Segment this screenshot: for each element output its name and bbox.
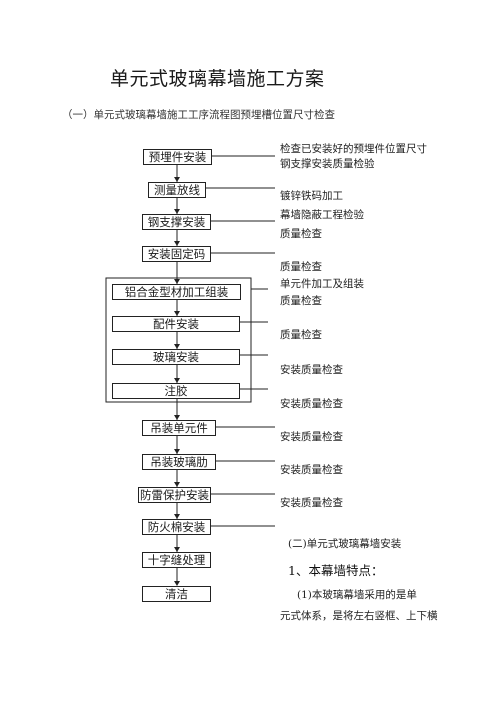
step-cross-joint: 十字缝处理	[142, 552, 211, 568]
note-install-quality-check: 安装质量检查	[280, 431, 343, 443]
paragraph-line: 元式体系，是将左右竖框、上下横	[280, 610, 438, 622]
group-step-glass-install: 玻璃安装	[112, 349, 240, 365]
step-hoist-unit: 吊装单元件	[142, 420, 216, 436]
note-unit-fabrication: 单元件加工及组装	[280, 278, 364, 290]
note-galvanized-bracket: 镀锌铁码加工	[280, 190, 343, 202]
group-step-sealant: 注胶	[112, 383, 240, 399]
note-install-quality-check: 安装质量检查	[280, 497, 343, 509]
note-install-quality-check: 安装质量检查	[280, 398, 343, 410]
step-steel-support-install: 钢支撑安装	[142, 214, 211, 230]
step-survey-setout: 测量放线	[148, 182, 206, 198]
note-quality-check: 质量检查	[280, 228, 322, 240]
step-fixing-bracket-install: 安装固定码	[142, 246, 211, 262]
note-install-quality-check: 安装质量检查	[280, 364, 343, 376]
paragraph-line: (1)本玻璃幕墙采用的是单	[297, 589, 417, 601]
group-step-accessory-install: 配件安装	[112, 316, 240, 332]
note-quality-check: 质量检查	[280, 329, 322, 341]
note-steel-support-check: 钢支撑安装质量检验	[280, 158, 375, 170]
note-concealed-works-check: 幕墙隐蔽工程检验	[280, 209, 364, 221]
step-cleaning: 清洁	[142, 586, 211, 602]
note-check-embedded-position: 检查已安装好的预埋件位置尺寸	[280, 143, 427, 155]
step-fire-insulation: 防火棉安装	[142, 519, 211, 535]
step-lightning-protection: 防雷保护安装	[138, 487, 211, 503]
step-hoist-glass-fin: 吊装玻璃肋	[142, 454, 216, 470]
flowchart-subtitle: （一）单元式玻璃幕墙施工工序流程图预埋槽位置尺寸检查	[62, 109, 335, 121]
step-embedded-parts-install: 预埋件安装	[143, 149, 212, 165]
note-install-quality-check: 安装质量检查	[280, 464, 343, 476]
feature-heading: 1、本幕墙特点：	[288, 563, 384, 578]
group-step-aluminum-fabrication: 铝合金型材加工组装	[112, 284, 241, 300]
note-quality-check: 质量检查	[280, 295, 322, 307]
section-heading: (二)单元式玻璃幕墙安装	[288, 538, 402, 550]
note-quality-check: 质量检查	[280, 261, 322, 273]
document-title: 单元式玻璃幕墙施工方案	[110, 68, 325, 90]
